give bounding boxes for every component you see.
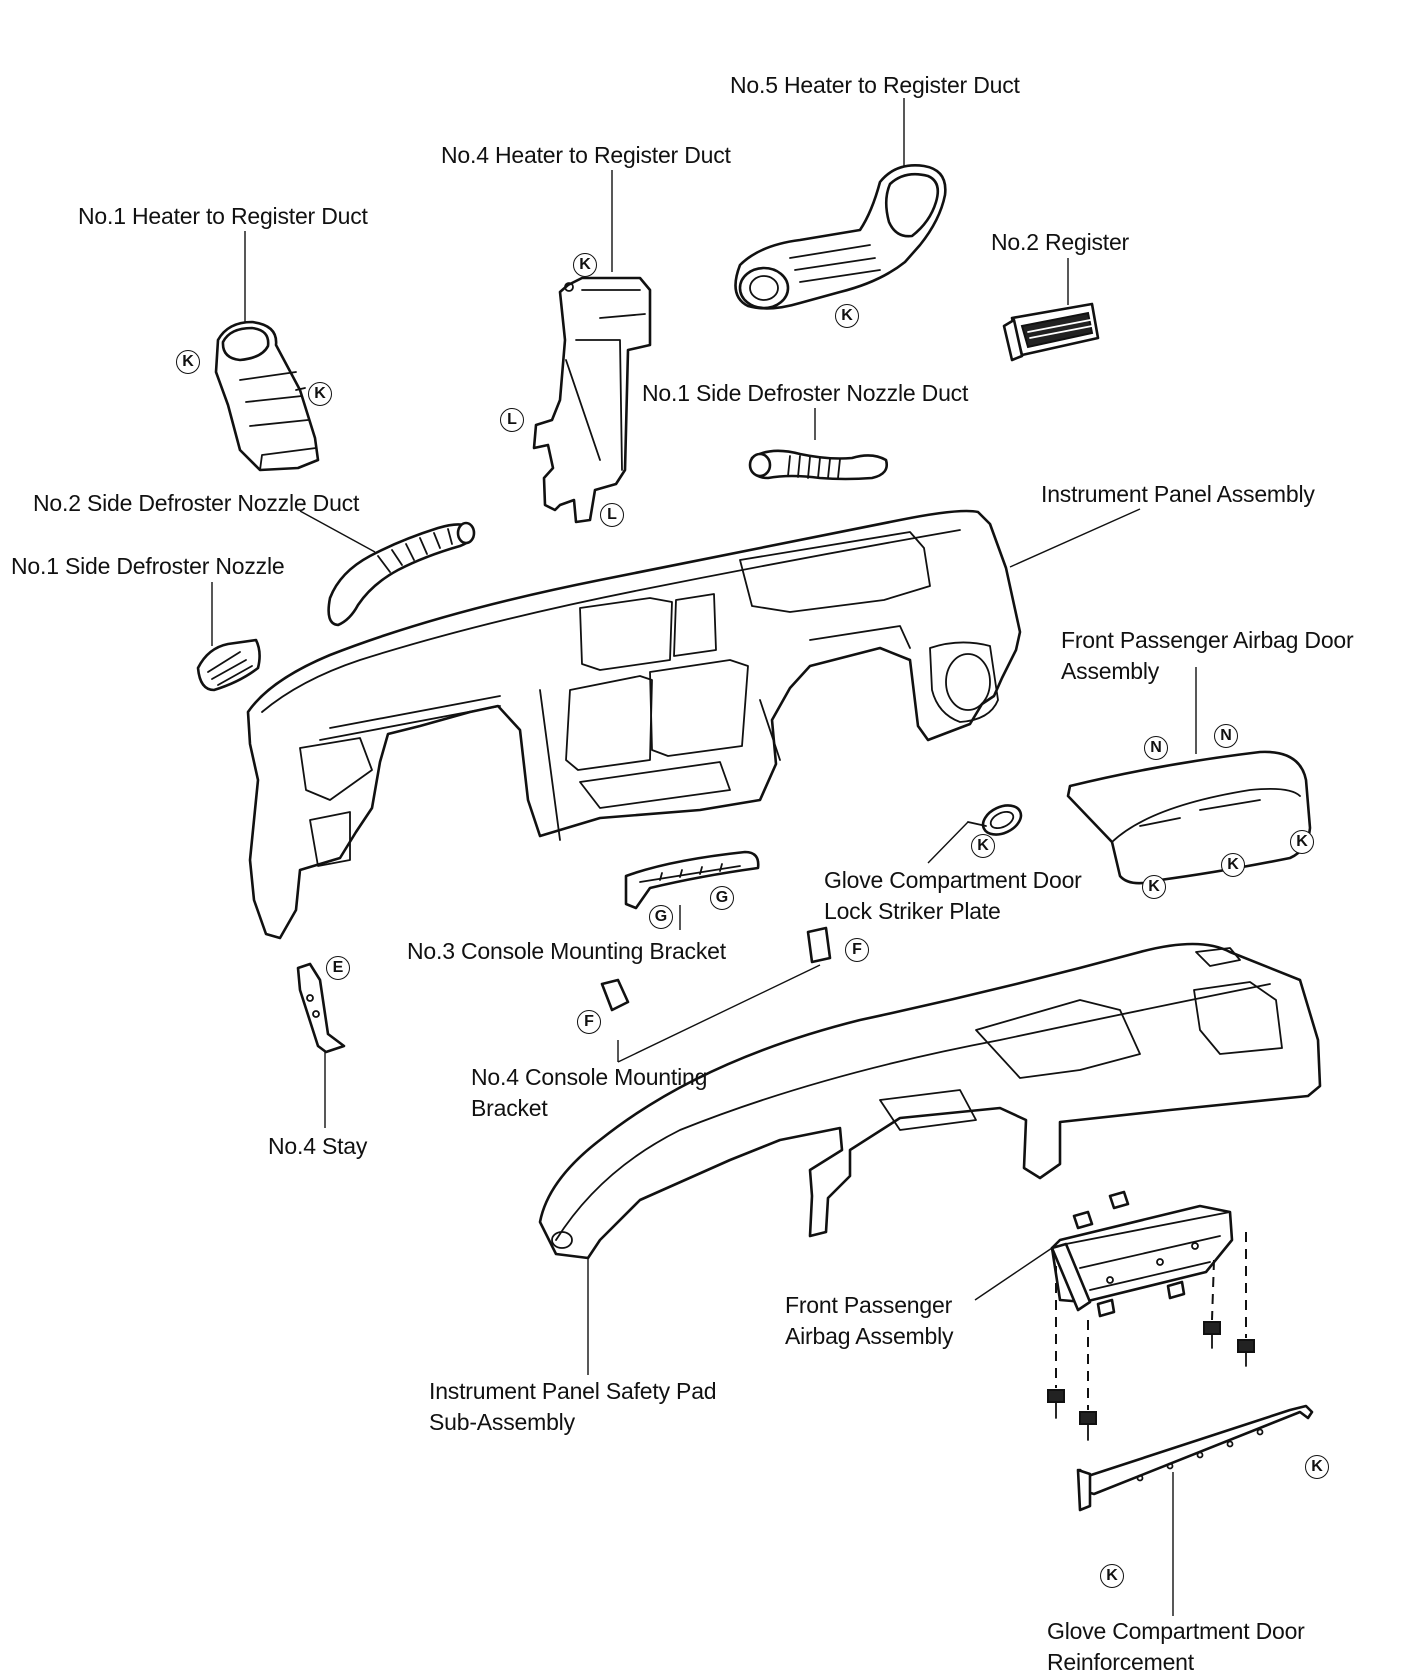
glove-reinforcement-part <box>1076 1404 1314 1512</box>
marker-k: K <box>1142 875 1166 899</box>
label-no4-heater-duct: No.4 Heater to Register Duct <box>441 142 731 168</box>
marker-k: K <box>573 253 597 277</box>
marker-l: L <box>500 408 524 432</box>
label-safety-pad-line1: Instrument Panel Safety Pad <box>429 1378 717 1404</box>
label-no4-console-bracket-line1: No.4 Console Mounting <box>471 1064 708 1090</box>
striker-plate-part <box>967 804 1023 836</box>
label-glove-reinforcement: Glove Compartment Door Reinforcement <box>1047 1616 1305 1678</box>
marker-k: K <box>1221 853 1245 877</box>
marker-e: E <box>326 956 350 980</box>
label-no1-side-defroster-duct: No.1 Side Defroster Nozzle Duct <box>642 380 969 406</box>
marker-k: K <box>1305 1455 1329 1479</box>
marker-k: K <box>176 350 200 374</box>
no2-register-part <box>1002 302 1100 362</box>
marker-k: K <box>1290 830 1314 854</box>
label-no4-stay: No.4 Stay <box>268 1133 368 1159</box>
marker-f: F <box>845 938 869 962</box>
airbag-assembly-part <box>1047 1190 1255 1441</box>
label-airbag-door-line2: Assembly <box>1061 658 1160 684</box>
label-no1-side-defroster-nozzle: No.1 Side Defroster Nozzle <box>11 553 285 579</box>
no1-heater-duct-part <box>214 320 320 472</box>
marker-g: G <box>710 886 734 910</box>
safety-pad-part <box>538 942 1322 1260</box>
label-airbag-assembly-line1: Front Passenger <box>785 1292 953 1318</box>
no4-stay-part <box>296 962 346 1054</box>
instrument-panel-assembly-part <box>246 509 1022 940</box>
marker-k: K <box>308 382 332 406</box>
label-airbag-door: Front Passenger Airbag Door Assembly <box>1061 625 1354 687</box>
no4-heater-duct-part <box>532 276 652 524</box>
label-no5-heater-duct: No.5 Heater to Register Duct <box>730 72 1020 98</box>
marker-k: K <box>835 304 859 328</box>
label-no2-side-defroster-duct: No.2 Side Defroster Nozzle Duct <box>33 490 360 516</box>
no1-side-defroster-nozzle-part <box>196 638 261 692</box>
label-glove-reinforcement-line2: Reinforcement <box>1047 1649 1194 1675</box>
marker-k: K <box>971 834 995 858</box>
label-safety-pad: Instrument Panel Safety Pad Sub-Assembly <box>429 1376 717 1438</box>
label-airbag-assembly-line2: Airbag Assembly <box>785 1323 954 1349</box>
marker-k: K <box>1100 1564 1124 1588</box>
label-instrument-panel-assembly: Instrument Panel Assembly <box>1041 481 1315 507</box>
label-no4-console-bracket: No.4 Console Mounting Bracket <box>471 1062 707 1124</box>
label-safety-pad-line2: Sub-Assembly <box>429 1409 575 1435</box>
label-glove-striker-line2: Lock Striker Plate <box>824 898 1001 924</box>
label-no1-heater-duct: No.1 Heater to Register Duct <box>78 203 368 229</box>
leader-lines <box>211 98 1197 1616</box>
label-no2-register: No.2 Register <box>991 229 1130 255</box>
marker-n: N <box>1214 724 1238 748</box>
label-glove-reinforcement-line1: Glove Compartment Door <box>1047 1618 1305 1644</box>
no4-console-bracket-part <box>600 926 832 1012</box>
airbag-door-part <box>1066 750 1312 885</box>
label-no4-console-bracket-line2: Bracket <box>471 1095 548 1121</box>
marker-l: L <box>600 503 624 527</box>
marker-f: F <box>577 1010 601 1034</box>
label-no3-console-bracket: No.3 Console Mounting Bracket <box>407 938 726 964</box>
marker-g: G <box>649 905 673 929</box>
label-glove-striker: Glove Compartment Door Lock Striker Plat… <box>824 865 1082 927</box>
no2-side-defroster-duct-part <box>327 521 476 627</box>
marker-n: N <box>1144 736 1168 760</box>
label-glove-striker-line1: Glove Compartment Door <box>824 867 1082 893</box>
label-airbag-door-line1: Front Passenger Airbag Door <box>1061 627 1354 653</box>
no1-side-defroster-duct-part <box>748 449 888 481</box>
label-airbag-assembly: Front Passenger Airbag Assembly <box>785 1290 954 1352</box>
no3-console-bracket-part <box>624 850 760 910</box>
no5-heater-duct-part <box>734 164 947 310</box>
